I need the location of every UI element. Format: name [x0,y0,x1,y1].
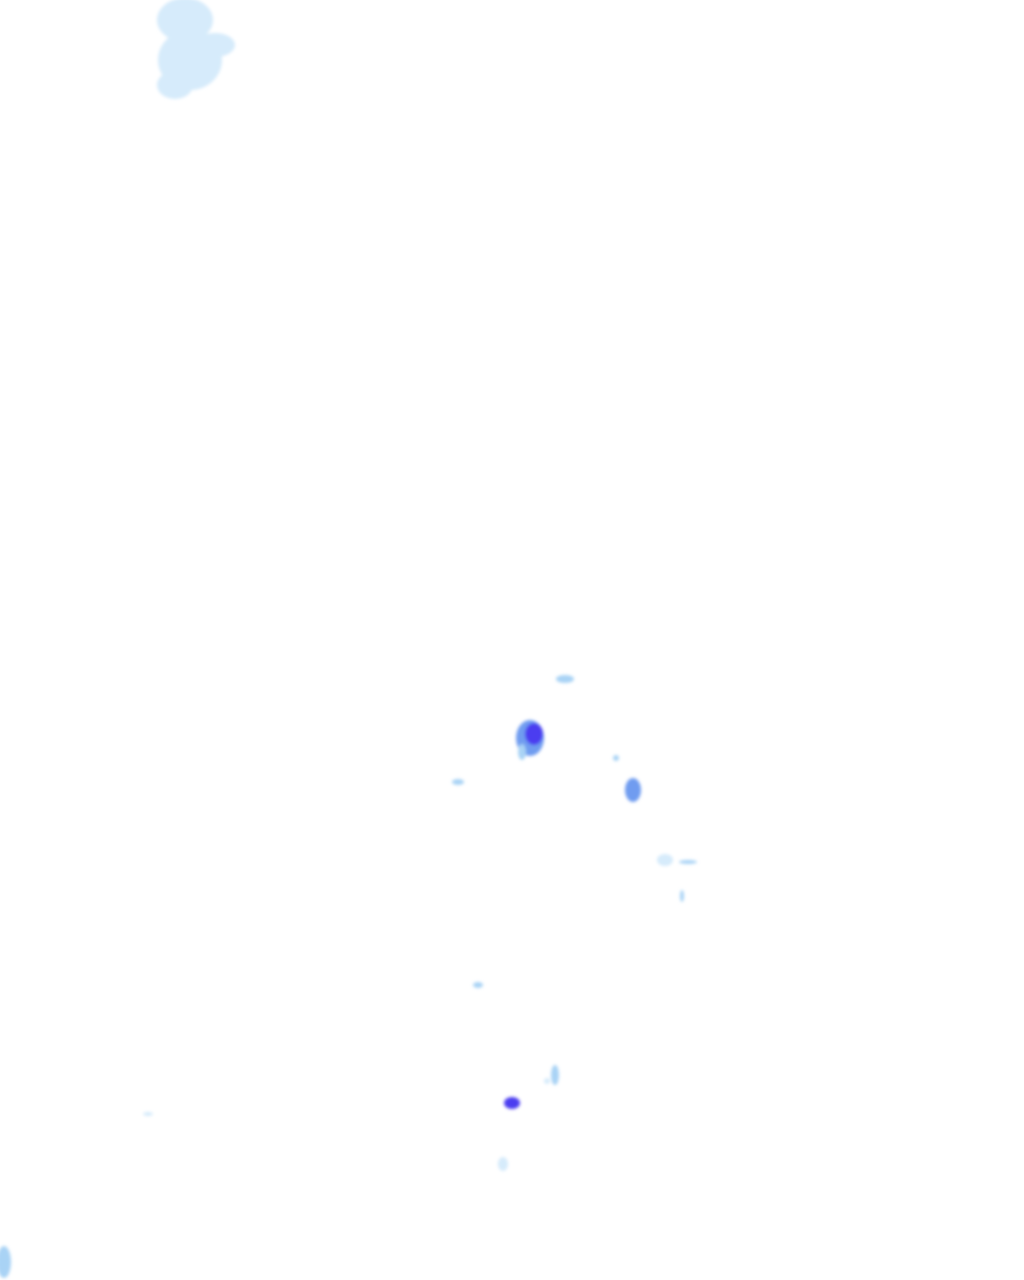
precipitation-echo-light-medium [0,1246,11,1278]
precipitation-echo-light [657,854,673,866]
precipitation-echo-light-medium [680,890,684,902]
precipitation-echo-light-medium [551,1065,559,1085]
precipitation-echo-medium [625,778,641,802]
precipitation-echo-light-medium [556,675,574,683]
precipitation-echo-light [544,1078,550,1084]
precipitation-echo-light [157,71,193,99]
precipitation-echo-light-medium [613,755,619,761]
precipitation-echo-light [498,1157,508,1171]
precipitation-echo-heavy [525,723,543,745]
precipitation-echo-light-medium [452,779,464,785]
precipitation-echo-light-medium [518,744,526,760]
precipitation-echo-light [143,1112,153,1116]
precipitation-echo-light-medium [473,982,483,988]
precipitation-echo-light [195,33,235,57]
precipitation-echo-heavy [504,1097,520,1109]
precipitation-echo-light-medium [679,860,697,864]
